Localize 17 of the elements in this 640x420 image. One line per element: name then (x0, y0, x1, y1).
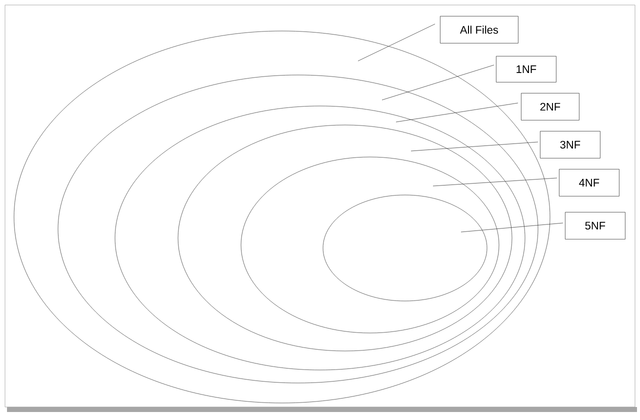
leader-line (460, 222, 564, 232)
label-box: 4NF (559, 169, 620, 196)
ellipse (178, 124, 512, 352)
leader-line (382, 64, 494, 100)
leader-line (396, 102, 518, 122)
ellipse (58, 74, 538, 384)
leader-line (432, 178, 558, 186)
leader-line (410, 142, 538, 152)
ellipse (240, 156, 500, 334)
label-box: 1NF (496, 56, 556, 82)
label-box: All Files (440, 16, 518, 44)
label-box: 2NF (521, 93, 580, 120)
label-box: 5NF (565, 212, 626, 240)
leader-line (358, 24, 436, 62)
label-box: 3NF (540, 131, 600, 158)
ellipse (114, 106, 526, 370)
ellipse (322, 194, 488, 302)
